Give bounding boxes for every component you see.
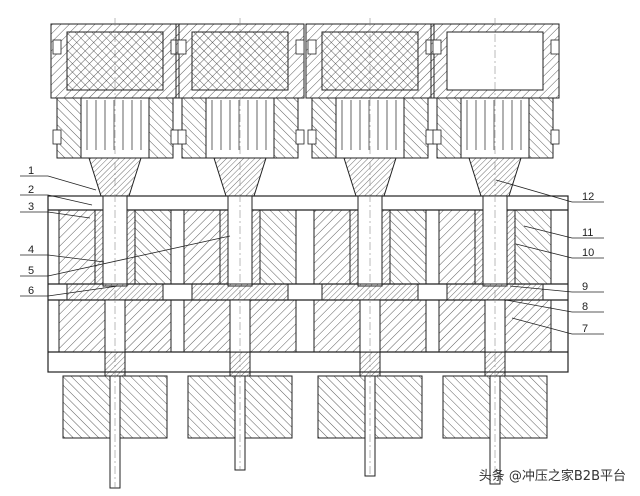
callout-label: 1 [28,165,34,177]
callout-11: 11 [523,225,604,239]
callout-4: 4 [20,244,105,263]
die-sleeve-left [349,209,359,285]
bolt [307,39,317,55]
die-insert-right [134,209,172,285]
punch [213,157,267,197]
die-sleeve-left [219,209,229,285]
callout-label: 2 [28,184,34,196]
bolt [295,129,305,145]
callout-label: 10 [582,247,594,259]
punch [343,157,397,197]
punch [468,157,522,197]
callout-12: 12 [495,179,604,203]
callout-9: 9 [509,281,604,293]
callout-8: 8 [505,299,604,313]
bolt [307,129,317,145]
callout-6: 6 [20,285,119,297]
die-insert-right [389,209,427,285]
bolt [52,39,62,55]
callout-label: 3 [28,201,34,213]
die-sleeve-right [506,209,516,285]
punch-shank [102,195,128,287]
station-1 [50,18,180,489]
watermark-text: 头条 @冲压之家B2B平台 [478,469,626,484]
die-sleeve-right [126,209,136,285]
callout-label: 8 [582,301,588,313]
callout-label: 11 [582,227,593,239]
die-sleeve-left [94,209,104,285]
callout-10: 10 [515,243,604,259]
bolt [550,129,560,145]
callout-2: 2 [20,184,93,206]
die-insert-left [438,209,476,285]
callout-label: 5 [28,265,34,277]
die-sleeve-left [474,209,484,285]
die-insert-left [58,209,96,285]
punch-shank [482,195,508,287]
die-insert-right [259,209,297,285]
callout-label: 4 [28,244,34,256]
callout-7: 7 [511,317,604,335]
bolt [177,129,187,145]
callout-label: 7 [582,323,588,335]
die-sleeve-right [381,209,391,285]
bolt [177,39,187,55]
bolt [295,39,305,55]
bolt [432,129,442,145]
callout-label: 9 [582,281,588,293]
callout-3: 3 [20,201,91,219]
punch-shank [357,195,383,287]
station-4 [430,18,560,485]
callout-1: 1 [20,165,97,191]
bolt [432,39,442,55]
station-2 [175,18,305,471]
die-insert-left [183,209,221,285]
bolt [52,129,62,145]
station-3 [305,18,435,477]
callout-5: 5 [20,235,231,277]
punch [88,157,142,197]
bolt [550,39,560,55]
callout-label: 6 [28,285,34,297]
die-insert-right [514,209,552,285]
die-sleeve-right [251,209,261,285]
die-insert-left [313,209,351,285]
punch-shank [227,195,253,287]
callout-label: 12 [582,191,594,203]
